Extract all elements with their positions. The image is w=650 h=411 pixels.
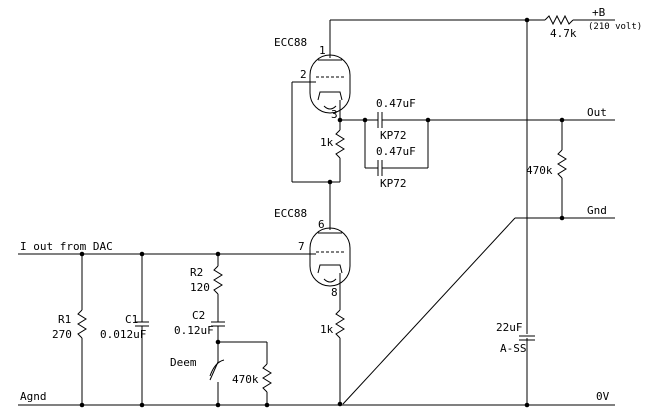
bottom-capacitor-type: KP72 xyxy=(380,177,407,190)
upper-cathode-resistor-label: 1k xyxy=(320,136,334,149)
output-resistor-label: 470k xyxy=(526,164,553,177)
r1-value: 270 xyxy=(52,328,72,341)
ground-rail xyxy=(18,402,615,408)
pin-3: 3 xyxy=(331,108,338,121)
ground-link xyxy=(342,217,516,405)
pin-8: 8 xyxy=(331,286,338,299)
deem-switch xyxy=(209,342,225,405)
upper-tube xyxy=(292,20,351,120)
bypass-capacitor-type: A-SS xyxy=(500,342,527,355)
plate-resistor-label: 4.7k xyxy=(550,27,577,40)
grid-loop xyxy=(291,82,333,185)
input-label: I out from DAC xyxy=(20,240,113,253)
gnd-label: Gnd xyxy=(587,204,607,217)
r1-resistor xyxy=(77,254,87,405)
lower-cathode-resistor xyxy=(335,309,345,407)
lower-tube xyxy=(309,182,351,310)
output-capacitors xyxy=(337,112,615,176)
lower-cathode-resistor-label: 1k xyxy=(320,323,334,336)
c2-name: C2 xyxy=(192,309,205,322)
bypass-capacitor xyxy=(519,334,535,341)
deem-label: Deem xyxy=(170,356,197,369)
pin-1: 1 xyxy=(319,44,326,57)
supply-voltage-label: (210 volt) xyxy=(588,22,642,32)
bypass-capacitor-value: 22uF xyxy=(496,321,523,334)
r1-name: R1 xyxy=(58,313,71,326)
r2-name: R2 xyxy=(190,266,203,279)
upper-tube-label: ECC88 xyxy=(274,36,307,49)
upper-cathode-resistor xyxy=(330,120,345,183)
lower-tube-label: ECC88 xyxy=(274,207,307,220)
pin-2: 2 xyxy=(300,68,307,81)
pin-7: 7 xyxy=(298,240,305,253)
r2-value: 120 xyxy=(190,281,210,294)
zero-volt-label: 0V xyxy=(596,390,610,403)
supply-rail xyxy=(330,14,615,405)
deem-resistor-label: 470k xyxy=(232,373,259,386)
top-capacitor-type: KP72 xyxy=(380,129,407,142)
supply-label: +B xyxy=(592,6,606,19)
top-capacitor-value: 0.47uF xyxy=(376,97,416,110)
deem-resistor xyxy=(262,342,272,405)
c2-value: 0.12uF xyxy=(174,324,214,337)
c1-value: 0.012uF xyxy=(100,328,146,341)
bottom-capacitor-value: 0.47uF xyxy=(376,145,416,158)
r2-c2-branch xyxy=(211,254,267,345)
out-label: Out xyxy=(587,106,607,119)
output-resistor xyxy=(515,120,615,221)
pin-6: 6 xyxy=(318,218,325,231)
c1-capacitor xyxy=(135,254,149,405)
agnd-label: Agnd xyxy=(20,390,47,403)
c1-name: C1 xyxy=(125,313,138,326)
